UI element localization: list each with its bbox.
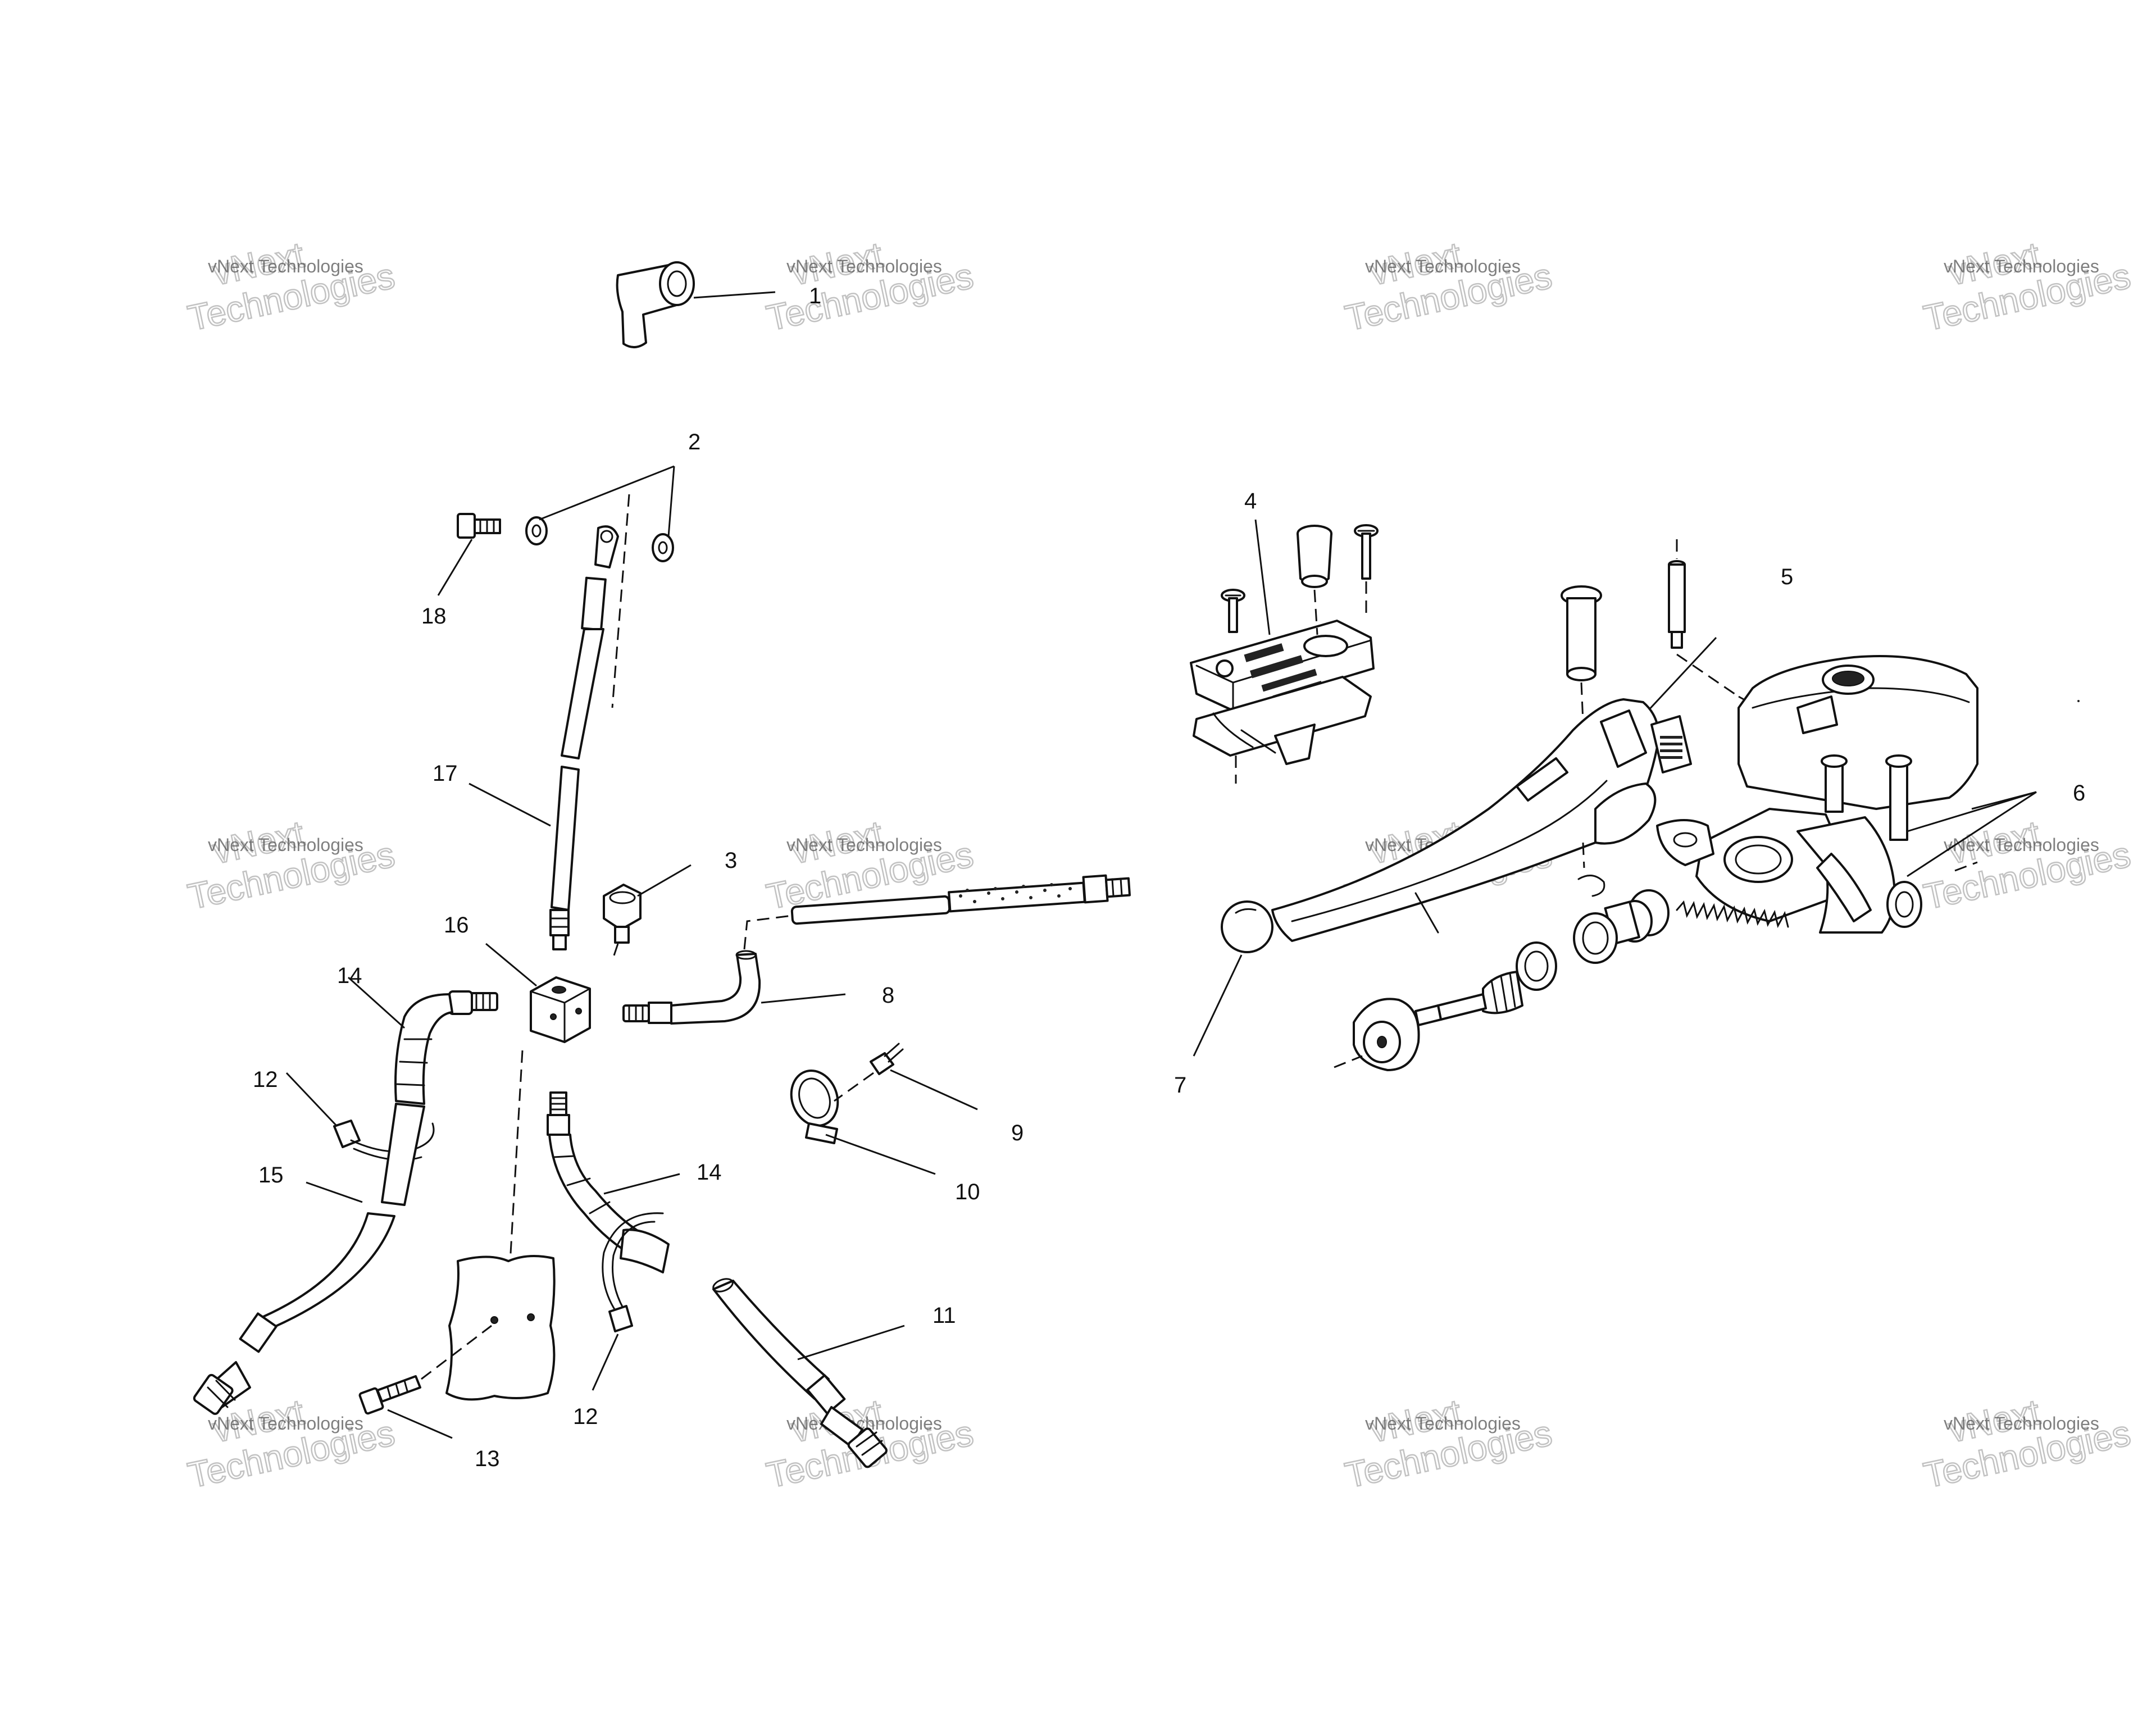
watermark-text-top-center-right: vNext Technologies [1365, 256, 1521, 276]
part-15-left-front-line [193, 1103, 425, 1415]
leader-3 [637, 864, 692, 897]
part-piston-cup-seal [1573, 889, 1670, 964]
leader-10 [825, 1134, 936, 1175]
watermark-text-mid-left: vNext Technologies [208, 835, 363, 855]
part-16-junction-block [485, 943, 591, 1043]
leader-17 [469, 782, 551, 827]
callout-12-left: 12 [253, 1067, 278, 1092]
leader-9 [890, 1069, 978, 1111]
callout-10: 10 [955, 1180, 980, 1204]
watermark-text-top-left: vNext Technologies [208, 256, 363, 276]
watermark-top-left: vNext Technologies [184, 234, 399, 339]
leader-15 [306, 1181, 363, 1203]
part-rubber-boot [1482, 971, 1523, 1014]
leader-13 [387, 1409, 453, 1439]
part-13-bolt [358, 1325, 492, 1439]
leader-11 [797, 1325, 905, 1361]
part-14-left-hose-upper [347, 976, 498, 1105]
callout-7: 7 [1174, 1073, 1186, 1098]
part-3-brake-switch [603, 864, 692, 961]
callout-13: 13 [475, 1446, 500, 1471]
watermark-text-top-center-left: vNext Technologies [786, 256, 942, 276]
callout-14-right: 14 [697, 1160, 722, 1185]
callout-1: 1 [809, 284, 821, 308]
leader-2a [539, 465, 675, 521]
leader-8 [761, 993, 846, 1004]
callout-15: 15 [258, 1163, 284, 1187]
callout-17: 17 [433, 761, 458, 786]
callout-6: 6 [2073, 781, 2085, 806]
speck [2077, 700, 2080, 702]
part-cover-screws [1221, 524, 1379, 633]
callout-16: 16 [444, 913, 469, 938]
leader-7 [1193, 954, 1243, 1057]
part-7-brake-lever [1193, 698, 1692, 1057]
dash-clamp-right [1954, 861, 1978, 872]
part-braided-line [790, 874, 1131, 925]
watermark-top-center-right: vNext Technologies [1341, 234, 1556, 339]
callout-2: 2 [688, 430, 701, 454]
part-1-tee-fitting [616, 261, 776, 348]
part-snap-ring [1577, 842, 1605, 897]
watermark-mid-left: vNext Technologies [184, 812, 399, 918]
watermark-bottom-right: vNext Technologies [1920, 1391, 2135, 1496]
part-10-line-clamp [790, 1070, 936, 1175]
leader-4 [1254, 519, 1271, 635]
part-4-reservoir-cover [1190, 519, 1375, 784]
part-mounting-plate [445, 1255, 556, 1401]
part-push-rod [1414, 993, 1487, 1026]
leader-12-right [592, 1334, 619, 1391]
callout-4: 4 [1244, 489, 1257, 513]
callout-3: 3 [725, 848, 737, 873]
callout-11: 11 [933, 1303, 956, 1328]
callout-9: 9 [1011, 1121, 1024, 1145]
part-17-upper-brake-line [469, 525, 619, 950]
part-lever-knob-end [1334, 998, 1420, 1071]
leader-16 [485, 943, 537, 987]
callout-14-left: 14 [337, 963, 362, 988]
callout-5: 5 [1781, 565, 1793, 589]
watermark-text-top-right: vNext Technologies [1944, 256, 2099, 276]
callout-12-right: 12 [573, 1404, 598, 1429]
part-cover-cap-plug [1297, 525, 1332, 635]
watermark-top-right: vNext Technologies [1920, 234, 2135, 339]
part-8-rear-brake-line [622, 914, 846, 1025]
part-dust-washer [1516, 941, 1557, 991]
part-5-pivot-pin [1561, 539, 1764, 722]
leader-6b [1907, 791, 2037, 877]
callout-18: 18 [421, 604, 447, 629]
leader-1 [693, 291, 776, 299]
leader-14-right [603, 1173, 680, 1195]
leader-12-left [285, 1072, 338, 1127]
watermark-text-mid-center-left: vNext Technologies [786, 835, 942, 855]
watermark-bottom-center-right: vNext Technologies [1341, 1391, 1556, 1496]
part-12-right-hose-clip [592, 1212, 664, 1391]
leader-6c [1971, 791, 2037, 810]
dash-block-to-plate [507, 1050, 524, 1293]
part-6-master-cylinder-body [1656, 655, 2037, 934]
watermark-top-center-left: vNext Technologies [762, 234, 977, 339]
part-2-washers [525, 465, 675, 708]
part-18-banjo-bolt [437, 513, 501, 596]
leader-6a [1907, 791, 2037, 832]
leader-5 [1639, 636, 1717, 720]
part-12-left-hose-clip [285, 1072, 435, 1161]
part-14-right-hose [547, 1091, 680, 1273]
watermark-text-mid-right: vNext Technologies [1944, 835, 2099, 855]
watermark-mid-right: vNext Technologies [1920, 812, 2135, 918]
part-11-right-front-line [712, 1278, 905, 1468]
leader-14-left [347, 976, 406, 1029]
callout-8: 8 [882, 983, 894, 1008]
leader-2b [667, 466, 675, 537]
watermark-text-bottom-center-right: vNext Technologies [1365, 1413, 1521, 1434]
watermark-text-bottom-left: vNext Technologies [208, 1413, 363, 1434]
part-piston-spring [1676, 900, 1789, 929]
part-9-clamp-screw [834, 1043, 978, 1111]
leader-18 [437, 539, 473, 596]
watermark-text-bottom-right: vNext Technologies [1944, 1413, 2099, 1434]
